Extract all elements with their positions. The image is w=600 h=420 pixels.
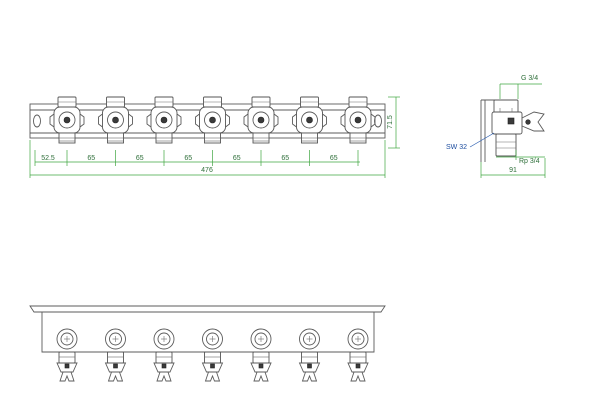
front-valve <box>292 96 327 144</box>
wrench-size-label: SW 32 <box>446 144 467 151</box>
mounting-slot-left <box>33 114 41 128</box>
top-valve <box>153 328 175 382</box>
pitch-dimension: 65 <box>281 155 289 162</box>
top-valve <box>56 328 78 382</box>
front-valve <box>195 96 230 144</box>
front-valve <box>243 96 279 144</box>
top-valve <box>347 328 369 382</box>
pitch-dimension: 65 <box>87 155 95 162</box>
thread-top-label: G 3/4 <box>521 75 538 82</box>
side-dimensions: G 3/4 Rp 3/4 91 SW 32 <box>446 75 546 178</box>
side-view <box>480 99 545 162</box>
front-dimensions: 71.5 52.5 65 65 65 65 65 65 476 <box>29 96 400 178</box>
first-offset-dimension: 52.5 <box>41 155 55 162</box>
top-valve <box>104 328 127 382</box>
pitch-dimension: 65 <box>184 155 192 162</box>
top-view <box>29 305 386 382</box>
butterfly-handle <box>521 111 545 132</box>
top-valve <box>250 328 272 382</box>
front-view <box>29 96 386 144</box>
front-valve <box>98 96 133 144</box>
pitch-dimension: 65 <box>233 155 241 162</box>
mounting-slot-right <box>374 114 382 128</box>
front-valve <box>340 96 376 144</box>
top-valve <box>201 328 224 382</box>
front-valve <box>49 96 85 144</box>
pitch-dimension: 65 <box>136 155 144 162</box>
height-dimension: 71.5 <box>387 115 394 129</box>
top-rail <box>29 305 386 353</box>
thread-bottom-label: Rp 3/4 <box>519 158 540 165</box>
depth-dimension: 91 <box>509 167 517 174</box>
top-valve <box>298 328 321 382</box>
front-valve <box>146 96 182 144</box>
total-length-dimension: 476 <box>201 167 213 174</box>
pitch-dimension: 65 <box>330 155 338 162</box>
